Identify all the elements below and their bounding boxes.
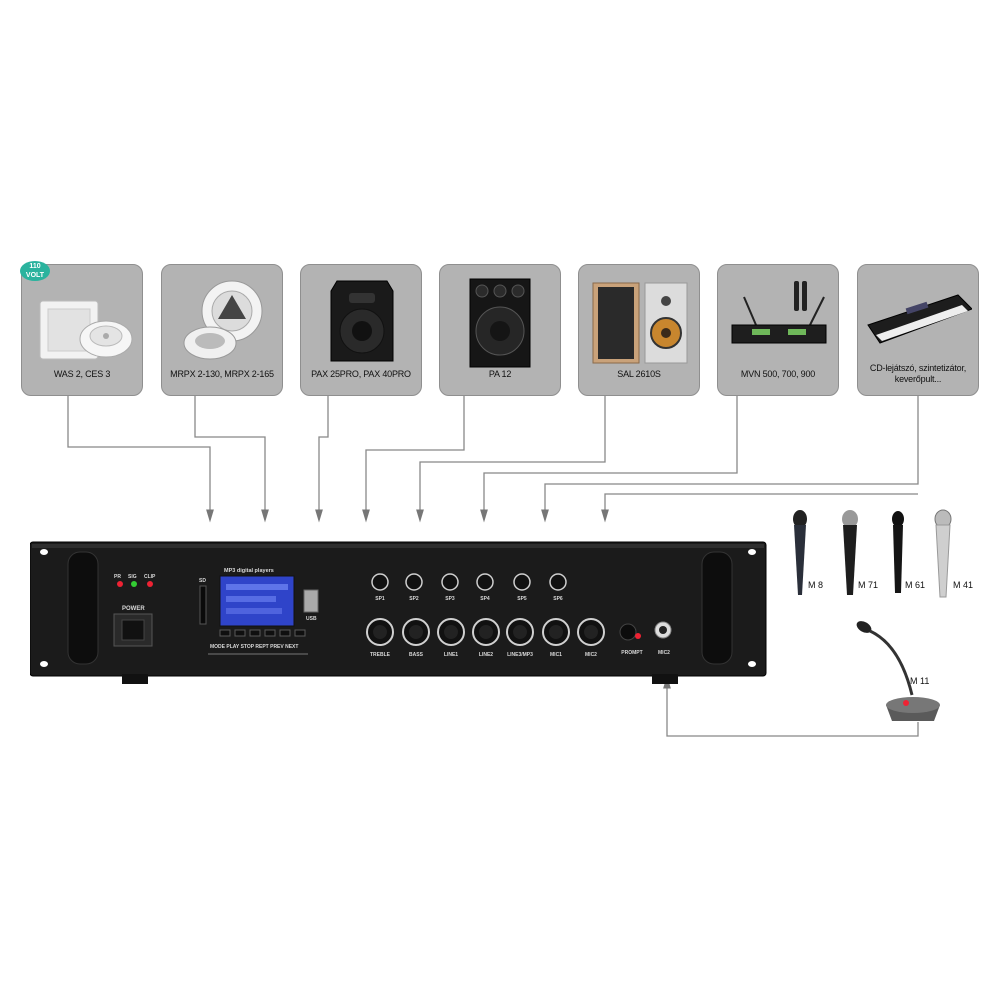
device-label: CD-lejátszó, szintetizátor, keverőpult..… bbox=[862, 363, 974, 385]
device-label: PAX 25PRO, PAX 40PRO bbox=[305, 369, 417, 380]
wireless-receiver-image bbox=[726, 273, 830, 369]
knob-label-sp2: SP2 bbox=[409, 596, 419, 602]
led-label-clip: CLIP bbox=[144, 574, 156, 580]
knob-label-bass: BASS bbox=[409, 652, 424, 658]
device-label: SAL 2610S bbox=[583, 369, 695, 380]
device-card-mvn: MVN 500, 700, 900 bbox=[717, 264, 839, 396]
device-label: MVN 500, 700, 900 bbox=[722, 369, 834, 380]
player-buttons-label: MODE PLAY STOP REPT PREV NEXT bbox=[210, 644, 298, 650]
device-card-cd: CD-lejátszó, szintetizátor, keverőpult..… bbox=[857, 264, 979, 396]
knob-label-sp4: SP4 bbox=[480, 596, 490, 602]
knob-label-sp5: SP5 bbox=[517, 596, 527, 602]
wall-speaker-image bbox=[30, 273, 134, 369]
device-label: WAS 2, CES 3 bbox=[26, 369, 138, 380]
pa-speaker-image bbox=[309, 273, 413, 369]
device-card-pa12: PA 12 bbox=[439, 264, 561, 396]
line-mvn bbox=[484, 396, 737, 516]
knob-label-mic1: MIC1 bbox=[550, 652, 562, 658]
mic-label-m71: M 71 bbox=[858, 580, 878, 590]
mic-label-m8: M 8 bbox=[808, 580, 823, 590]
mic-m41 bbox=[935, 510, 951, 597]
prompt-label: PROMPT bbox=[621, 650, 642, 656]
keyboard-synth-image bbox=[866, 273, 970, 369]
device-label: PA 12 bbox=[444, 369, 556, 380]
handheld-mics bbox=[780, 505, 980, 605]
line-cd bbox=[545, 396, 918, 516]
mixer-amplifier: PR SIG CLIP POWER SD MP3 digital players… bbox=[30, 538, 770, 688]
knob-label-line2: LINE2 bbox=[479, 652, 493, 658]
knob-label-sp1: SP1 bbox=[375, 596, 385, 602]
line-mrpx bbox=[195, 396, 265, 516]
led-label-pr: PR bbox=[114, 574, 121, 580]
knob-label-treble: TREBLE bbox=[370, 652, 391, 658]
marine-speaker-image bbox=[170, 273, 274, 369]
mic-label-m61: M 61 bbox=[905, 580, 925, 590]
player-title: MP3 digital players bbox=[224, 568, 274, 574]
knob-label-line3: LINE3/MP3 bbox=[507, 652, 533, 658]
device-card-sal: SAL 2610S bbox=[578, 264, 700, 396]
knob-label-sp6: SP6 bbox=[553, 596, 563, 602]
cabinet-speaker-image bbox=[448, 273, 552, 369]
device-card-mrpx: MRPX 2-130, MRPX 2-165 bbox=[161, 264, 283, 396]
device-card-pax: PAX 25PRO, PAX 40PRO bbox=[300, 264, 422, 396]
line-pa12 bbox=[366, 396, 464, 516]
line-was2 bbox=[68, 396, 210, 516]
line-sal bbox=[420, 396, 605, 516]
device-label: MRPX 2-130, MRPX 2-165 bbox=[166, 369, 278, 380]
knob-label-line1: LINE1 bbox=[444, 652, 458, 658]
mic-m71 bbox=[842, 510, 858, 595]
usb-label: USB bbox=[306, 616, 317, 622]
gooseneck-mic-m11 bbox=[850, 615, 950, 725]
line-pax bbox=[319, 396, 328, 516]
mic-m8 bbox=[793, 510, 807, 595]
mic-m61 bbox=[892, 511, 904, 593]
sd-label: SD bbox=[199, 578, 206, 584]
mic2-jack-label: MIC2 bbox=[658, 650, 670, 656]
knob-label-mic2: MIC2 bbox=[585, 652, 597, 658]
power-label: POWER bbox=[122, 606, 145, 612]
led-label-sig: SIG bbox=[128, 574, 137, 580]
knob-label-sp3: SP3 bbox=[445, 596, 455, 602]
bookshelf-speakers-image bbox=[587, 273, 691, 369]
mic-label-m11: M 11 bbox=[910, 676, 929, 686]
mic-label-m41: M 41 bbox=[953, 580, 973, 590]
